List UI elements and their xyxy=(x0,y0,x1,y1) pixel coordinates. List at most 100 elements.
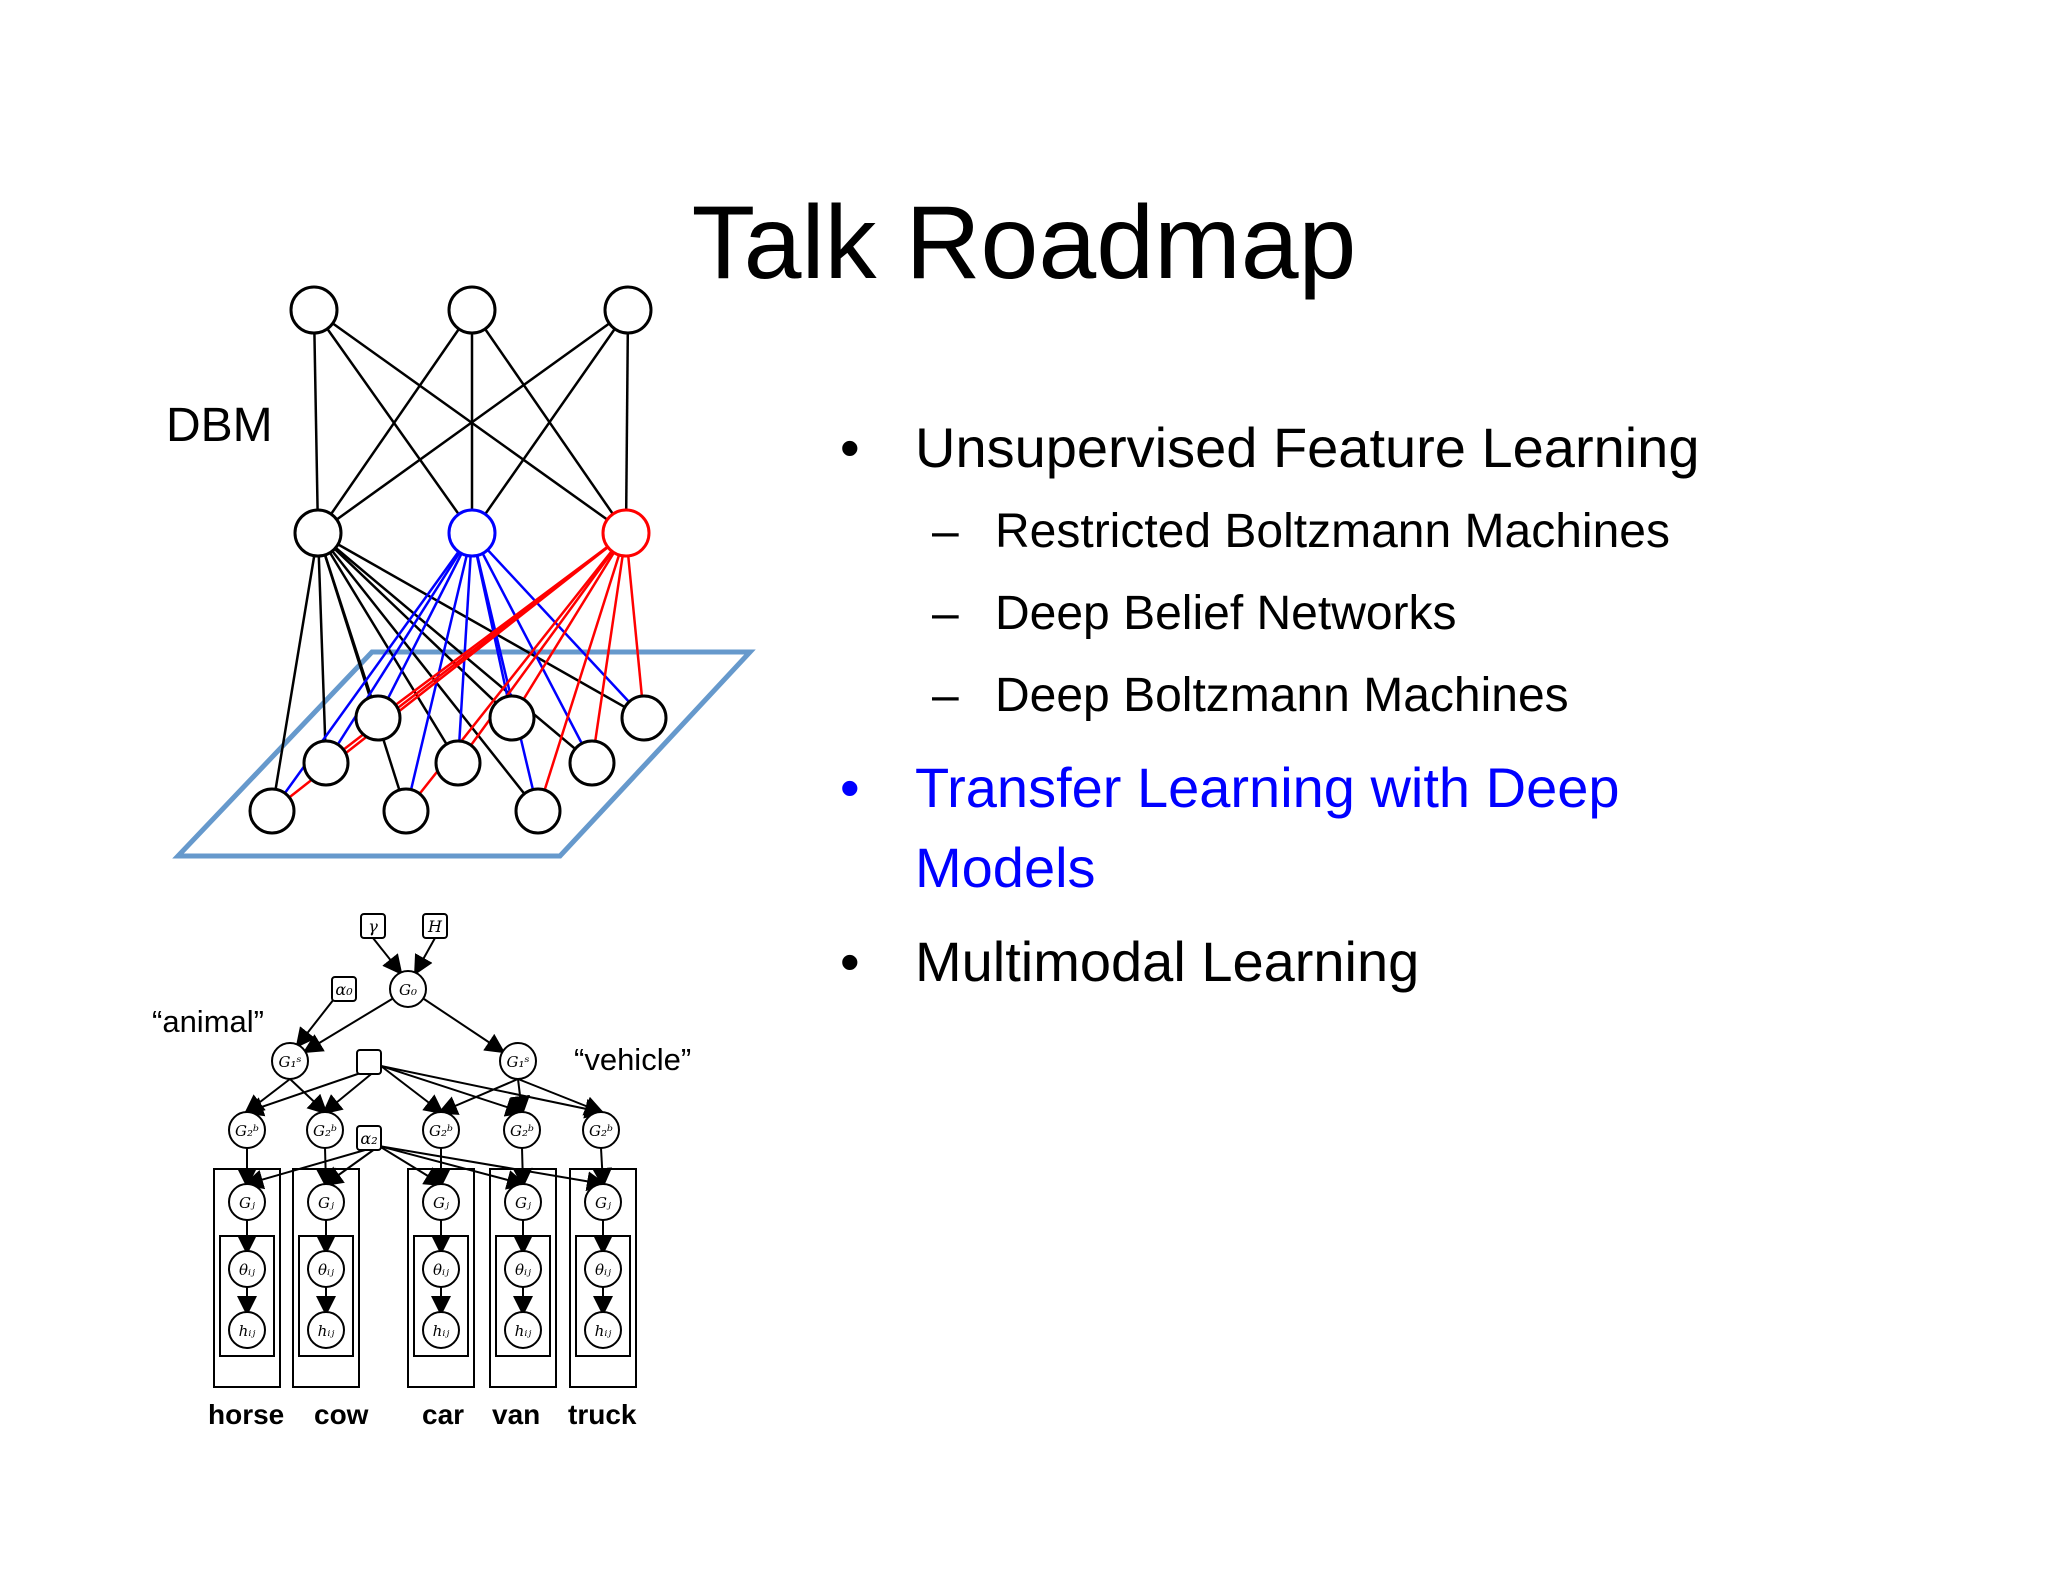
hdp-edge xyxy=(378,1145,607,1192)
category-label-horse: horse xyxy=(208,1399,285,1430)
dbm-edge-visible xyxy=(270,532,320,812)
bullet-dot-icon: • xyxy=(840,756,860,819)
category-label-cow: cow xyxy=(314,1399,369,1430)
g2-node-text: G₂ᵇ xyxy=(589,1122,613,1140)
sub-bullet-text: Restricted Boltzmann Machines xyxy=(995,505,1670,558)
dbm-label: DBM xyxy=(166,399,273,452)
dbm-hidden-unit xyxy=(447,508,497,558)
gj-node xyxy=(504,1183,542,1221)
sub-bullet-text: Deep Boltzmann Machines xyxy=(995,669,1569,722)
dbm-edge-top xyxy=(317,308,629,535)
theta-node xyxy=(584,1250,622,1288)
dbm-edge-visible xyxy=(316,532,408,812)
hdp-edge xyxy=(295,998,335,1049)
bullet-text: Multimodal Learning xyxy=(915,930,1420,993)
h-node-text: hᵢⱼ xyxy=(433,1322,450,1340)
hdp-edge xyxy=(423,998,506,1054)
instance-plate xyxy=(219,1235,275,1357)
theta-node xyxy=(504,1250,542,1288)
hdp-edge xyxy=(437,1078,519,1115)
category-label-car: car xyxy=(422,1399,465,1430)
sub-bullet-text: Deep Belief Networks xyxy=(995,587,1457,640)
bullet-item: • Multimodal Learning xyxy=(840,922,1699,1002)
category-label-van: van xyxy=(492,1399,541,1430)
gj-node-text: Gⱼ xyxy=(433,1194,449,1212)
category-plate xyxy=(407,1168,475,1388)
theta-node xyxy=(422,1250,460,1288)
hdp-edge xyxy=(302,998,393,1054)
g1-vehicle-node-text: G₁ˢ xyxy=(506,1053,529,1071)
theta-node xyxy=(307,1250,345,1288)
animal-label: “animal” xyxy=(152,1004,264,1039)
alpha0-box xyxy=(331,976,357,1002)
dbm-edge-visible xyxy=(317,531,645,720)
hdp-edge xyxy=(372,937,403,976)
hdp-edge xyxy=(378,1145,527,1190)
slide-title: Talk Roadmap xyxy=(691,185,1357,301)
dbm-edge-visible xyxy=(377,531,627,720)
dbm-edge-visible xyxy=(510,532,628,719)
dbm-hidden-unit xyxy=(601,508,651,558)
gj-node-text: Gⱼ xyxy=(595,1194,611,1212)
dbm-visible-unit xyxy=(620,694,668,742)
hdp-edge xyxy=(380,1065,445,1115)
gj-node xyxy=(228,1183,266,1221)
sub-bullet-item: – Deep Belief Networks xyxy=(840,584,1699,644)
dbm-edge-visible xyxy=(470,532,594,764)
gj-node xyxy=(307,1183,345,1221)
g2-node xyxy=(582,1111,620,1149)
h-node-text: hᵢⱼ xyxy=(595,1322,612,1340)
dbm-edge-top xyxy=(470,309,630,534)
h-node-text: hᵢⱼ xyxy=(239,1322,256,1340)
dbm-edge-top xyxy=(312,309,320,534)
h-node-text: hᵢⱼ xyxy=(318,1322,335,1340)
g1-animal-node xyxy=(271,1042,309,1080)
dbm-edge-top xyxy=(624,309,630,534)
visible-layer-plane xyxy=(172,649,756,859)
g2-node-text: G₂ᵇ xyxy=(510,1122,534,1140)
g2-node-text: G₂ᵇ xyxy=(429,1122,453,1140)
gamma-param-box xyxy=(360,913,386,939)
sub-bullet-item: – Deep Boltzmann Machines xyxy=(840,666,1699,726)
g0-node xyxy=(389,970,427,1008)
dbm-edge-visible xyxy=(316,532,328,764)
dbm-top-unit xyxy=(289,285,339,335)
dbm-edge-visible xyxy=(456,532,628,764)
gj-node xyxy=(422,1183,460,1221)
dbm-visible-unit xyxy=(248,787,296,835)
instance-plate xyxy=(575,1235,631,1357)
hdp-edge xyxy=(322,1145,380,1187)
h-node xyxy=(584,1311,622,1349)
h-param-box xyxy=(422,913,448,939)
dbm-visible-unit xyxy=(354,694,402,742)
theta-node-text: θᵢⱼ xyxy=(239,1261,255,1279)
bullet-item: • Unsupervised Feature Learning xyxy=(840,408,1699,488)
dbm-edge-visible xyxy=(317,532,539,812)
category-plate xyxy=(489,1168,557,1388)
dbm-edge-top xyxy=(313,308,627,535)
h-node xyxy=(228,1311,266,1349)
category-plate xyxy=(213,1168,281,1388)
g2-node xyxy=(228,1111,266,1149)
gj-node xyxy=(584,1183,622,1221)
hdp-edge xyxy=(243,1145,380,1190)
dbm-edge-visible xyxy=(317,532,593,764)
h-param-box-text: H xyxy=(427,917,443,936)
h-node xyxy=(422,1311,460,1349)
g1-vehicle-node xyxy=(499,1042,537,1080)
g1-animal-node-text: G₁ˢ xyxy=(278,1053,301,1071)
hdp-edge xyxy=(517,1078,605,1116)
dbm-edge-visible xyxy=(376,532,474,719)
hdp-edge xyxy=(380,1065,526,1117)
category-plate xyxy=(569,1168,637,1388)
shared-param-box xyxy=(356,1049,382,1075)
gamma-param-box-text: γ xyxy=(368,917,378,936)
hdp-edge xyxy=(378,1145,445,1187)
hdp-edge xyxy=(592,1147,613,1188)
hdp-edge xyxy=(380,1065,605,1119)
alpha0-box-text: α₀ xyxy=(335,980,353,999)
bullet-text: Unsupervised Feature Learning xyxy=(915,416,1700,479)
hdp-edge xyxy=(512,1147,533,1188)
